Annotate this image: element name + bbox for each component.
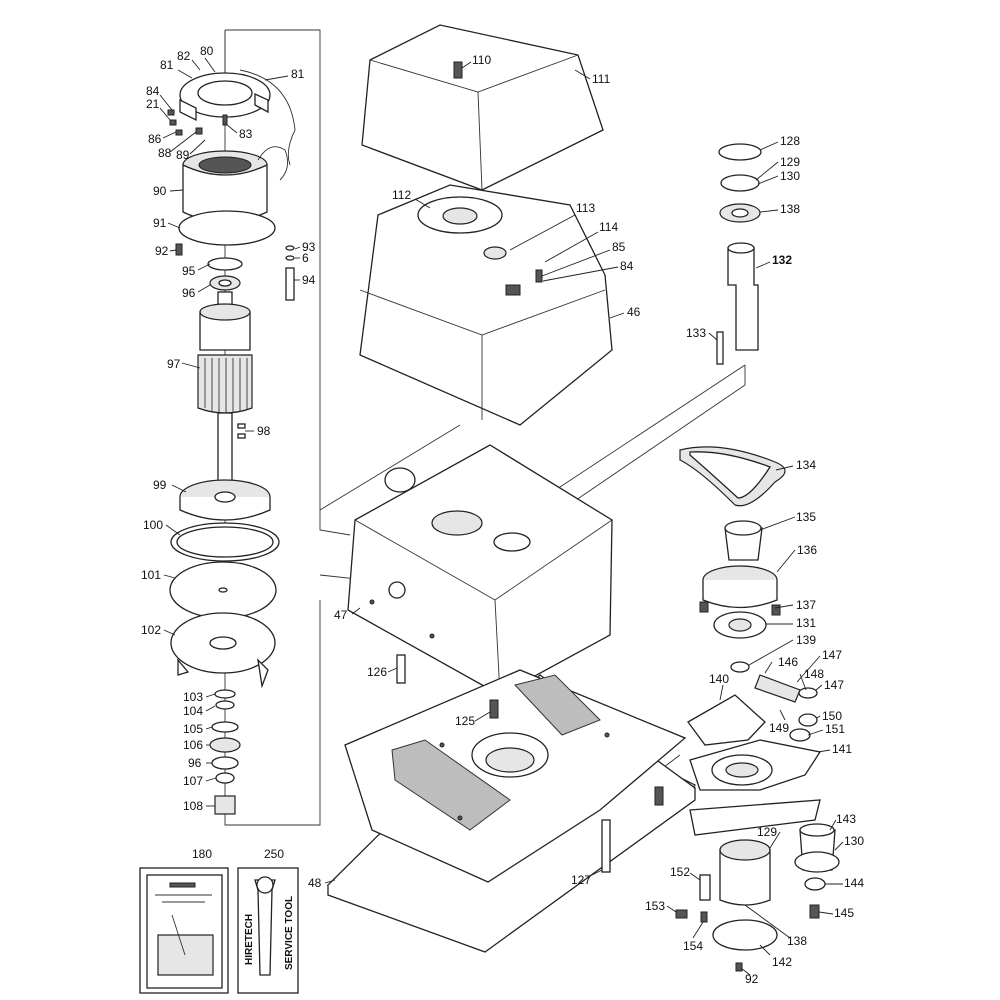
label-151: 151 <box>825 722 845 736</box>
label-148: 148 <box>804 667 824 681</box>
label-96: 96 <box>182 286 196 300</box>
label-86: 86 <box>148 132 162 146</box>
label-93: 93 <box>302 240 316 254</box>
label-143: 143 <box>836 812 856 826</box>
label-94: 94 <box>302 273 316 287</box>
label-113: 113 <box>576 201 595 215</box>
label-114: 114 <box>599 220 618 234</box>
label-111: 111 <box>592 72 611 86</box>
label-103: 103 <box>183 690 203 704</box>
gear-housing <box>347 444 613 696</box>
label-112: 112 <box>392 188 411 202</box>
label-152: 152 <box>670 865 690 879</box>
label-104: 104 <box>183 704 203 718</box>
leader-lines <box>159 57 844 976</box>
label-81: 81 <box>160 58 174 72</box>
label-95: 95 <box>182 264 196 278</box>
label-107: 107 <box>183 774 203 788</box>
part-labels: 80 82 81 81 84 21 86 88 89 83 90 91 92 9… <box>141 44 864 986</box>
label-147: 147 <box>824 678 844 692</box>
label-250: 250 <box>264 847 284 861</box>
label-89: 89 <box>176 148 190 162</box>
manual-booklet-icon <box>139 867 229 994</box>
label-46: 46 <box>627 305 641 319</box>
label-48: 48 <box>308 876 322 890</box>
label-129: 129 <box>780 155 800 169</box>
label-153: 153 <box>645 899 665 913</box>
motor-housing <box>359 184 613 426</box>
label-101: 101 <box>141 568 161 582</box>
label-146: 146 <box>778 655 798 669</box>
label-91: 91 <box>153 216 167 230</box>
label-142: 142 <box>772 955 792 969</box>
label-99: 99 <box>153 478 167 492</box>
label-47: 47 <box>334 608 348 622</box>
label-136: 136 <box>797 543 817 557</box>
label-180: 180 <box>192 847 212 861</box>
eccentric-assembly <box>651 674 840 972</box>
label-90: 90 <box>153 184 167 198</box>
label-129: 129 <box>757 825 777 839</box>
label-147: 147 <box>822 648 842 662</box>
label-85: 85 <box>612 240 626 254</box>
label-98: 98 <box>257 424 271 438</box>
label-125: 125 <box>455 714 475 728</box>
label-132: 132 <box>772 253 792 267</box>
label-127: 127 <box>571 873 591 887</box>
label-138: 138 <box>780 202 800 216</box>
label-88: 88 <box>158 146 172 160</box>
label-134: 134 <box>796 458 816 472</box>
label-21: 21 <box>146 97 160 111</box>
label-102: 102 <box>141 623 161 637</box>
label-140: 140 <box>709 672 729 686</box>
label-131: 131 <box>796 616 816 630</box>
label-97: 97 <box>167 357 181 371</box>
belt-drive <box>679 446 786 673</box>
label-100: 100 <box>143 518 163 532</box>
tool-name: SERVICE TOOL <box>284 896 295 970</box>
label-80: 80 <box>200 44 214 58</box>
spindle-parts <box>716 143 762 365</box>
top-cover <box>361 24 604 191</box>
label-149: 149 <box>769 721 789 735</box>
label-84: 84 <box>620 259 634 273</box>
tool-brand: HIRETECH <box>244 914 255 965</box>
label-6: 6 <box>302 251 309 265</box>
label-106: 106 <box>183 738 203 752</box>
label-130: 130 <box>780 169 800 183</box>
motor-assembly <box>167 69 296 815</box>
label-81: 81 <box>291 67 305 81</box>
label-135: 135 <box>796 510 816 524</box>
label-137: 137 <box>796 598 816 612</box>
label-138: 138 <box>787 934 807 948</box>
label-82: 82 <box>177 49 191 63</box>
label-126: 126 <box>367 665 387 679</box>
spanner-icon <box>237 867 299 994</box>
label-84: 84 <box>146 84 160 98</box>
bolts <box>396 654 664 873</box>
label-96: 96 <box>188 756 202 770</box>
label-133: 133 <box>686 326 706 340</box>
label-141: 141 <box>832 742 852 756</box>
label-139: 139 <box>796 633 816 647</box>
label-154: 154 <box>683 939 703 953</box>
label-130: 130 <box>844 834 864 848</box>
label-83: 83 <box>239 127 253 141</box>
label-92: 92 <box>745 972 759 986</box>
base-plate <box>326 669 697 953</box>
label-128: 128 <box>780 134 800 148</box>
label-108: 108 <box>183 799 203 813</box>
label-150: 150 <box>822 709 842 723</box>
label-145: 145 <box>834 906 854 920</box>
label-105: 105 <box>183 722 203 736</box>
label-92: 92 <box>155 244 169 258</box>
label-110: 110 <box>472 53 491 67</box>
label-144: 144 <box>844 876 864 890</box>
